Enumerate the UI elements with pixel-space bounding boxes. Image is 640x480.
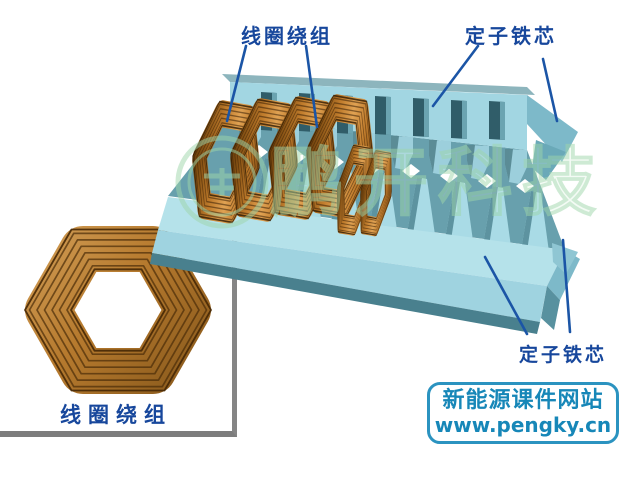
label-stator-core-bottom: 定子铁芯 xyxy=(518,344,607,366)
label-coil-winding-top: 线圈绕组 xyxy=(241,24,333,48)
leader-coil-2 xyxy=(304,44,319,129)
label-stator-core-top: 定子铁芯 xyxy=(465,24,557,48)
watermark-text: 鹏开科技 xyxy=(270,140,606,226)
watermark-logo-icon xyxy=(175,135,269,229)
leader-stator-bottom-2 xyxy=(561,238,572,334)
website-badge: 新能源课件网站 www.pengky.cn xyxy=(427,382,619,444)
leader-lines xyxy=(225,44,572,336)
watermark: 鹏开科技 xyxy=(175,135,606,229)
leader-coil-1 xyxy=(225,44,248,123)
leader-stator-top-2 xyxy=(541,57,559,123)
lower-stator-core xyxy=(150,158,580,334)
website-url[interactable]: www.pengky.cn xyxy=(434,413,612,437)
inset-caption: 线圈绕组 xyxy=(60,403,172,427)
leader-stator-bottom-1 xyxy=(483,255,529,336)
leader-stator-top-1 xyxy=(431,44,480,108)
website-name: 新能源课件网站 xyxy=(442,388,604,413)
